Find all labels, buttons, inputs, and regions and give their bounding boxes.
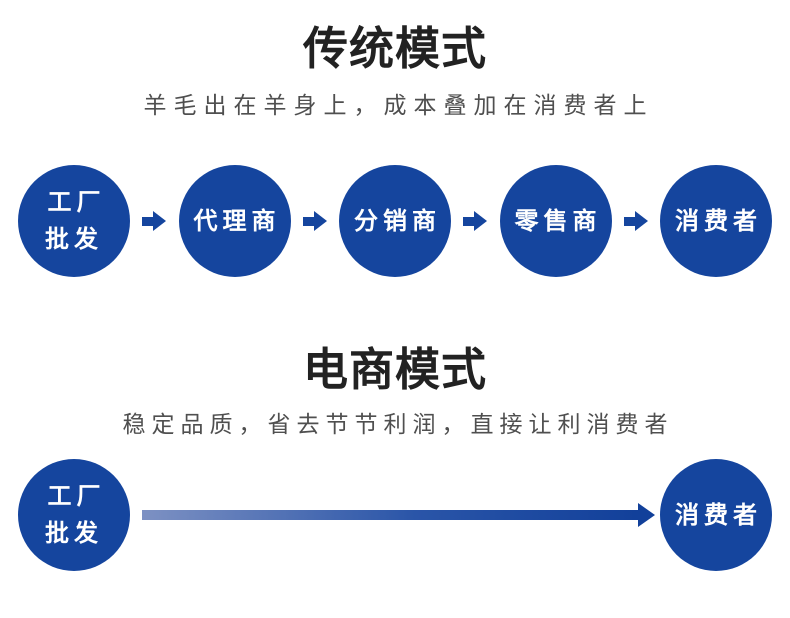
long-arrow-right-icon: [142, 503, 655, 527]
node-factory-wholesale: 工厂 批发: [18, 459, 130, 571]
node-agent: 代理商: [178, 165, 291, 277]
arrow-right-icon: [142, 211, 167, 231]
arrow-right-icon: [302, 211, 327, 231]
arrow-tail: [302, 216, 314, 226]
arrow-right-icon: [623, 211, 648, 231]
ecommerce-flow: 工厂 批发 消费者: [0, 459, 790, 571]
ecommerce-subtitle: 稳定品质，省去节节利润，直接让利消费者: [122, 412, 674, 438]
section-ecommerce: 电商模式 稳定品质，省去节节利润，直接让利消费者 工厂 批发 消费者: [0, 343, 790, 571]
traditional-subtitle: 羊毛出在羊身上，成本叠加在消费者上: [143, 93, 654, 119]
arrow-tail: [142, 216, 154, 226]
arrow-head: [153, 211, 167, 231]
arrow-head: [638, 503, 655, 527]
node-consumer: 消费者: [660, 165, 772, 277]
traditional-title: 传统模式: [302, 22, 487, 75]
node-consumer: 消费者: [660, 459, 772, 571]
arrow-head: [313, 211, 327, 231]
traditional-flow: 工厂 批发 代理商 分销商 零售商 消费者: [0, 165, 790, 277]
ecommerce-title: 电商模式: [302, 343, 487, 396]
section-traditional: 传统模式 羊毛出在羊身上，成本叠加在消费者上 工厂 批发 代理商 分销商 零售商: [0, 0, 790, 277]
node-factory-wholesale: 工厂 批发: [18, 165, 130, 277]
arrow-tail: [463, 216, 475, 226]
arrow-head: [474, 211, 488, 231]
arrow-right-icon: [463, 211, 488, 231]
arrow-gradient-bar: [142, 510, 638, 520]
arrow-tail: [623, 216, 635, 226]
node-retailer: 零售商: [499, 165, 612, 277]
node-distributor: 分销商: [339, 165, 451, 277]
arrow-head: [634, 211, 648, 231]
